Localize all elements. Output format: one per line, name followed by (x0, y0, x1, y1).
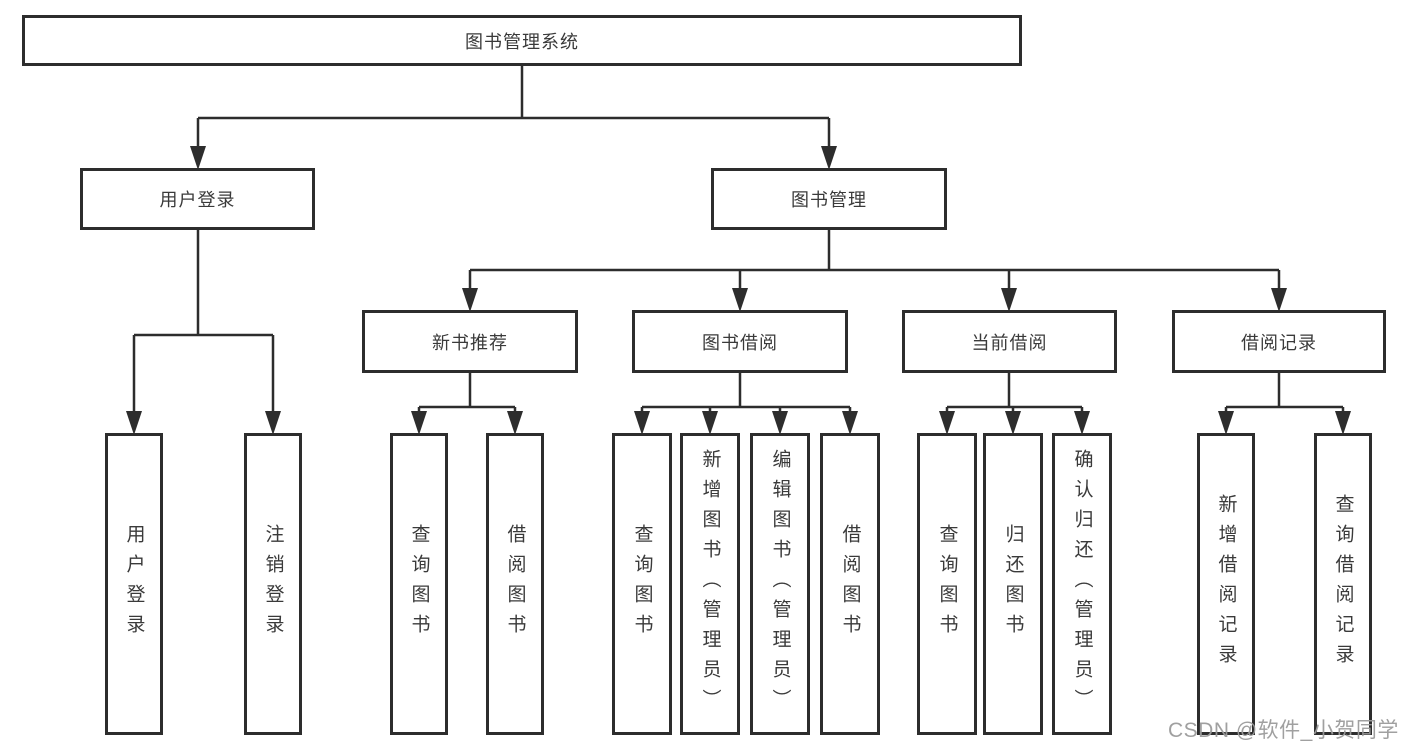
leaf-borrow-books-1-label: 借阅图书 (504, 524, 526, 644)
leaf-borrow-books-1: 借阅图书 (486, 433, 544, 735)
leaf-edit-books-admin: 编辑图书（管理员） (750, 433, 810, 735)
leaf-query-books-1: 查询图书 (390, 433, 448, 735)
leaf-add-books-admin-label: 新增图书（管理员） (699, 449, 721, 719)
node-user-login-label: 用户登录 (159, 190, 236, 210)
node-current-borrowing-label: 当前借阅 (971, 332, 1048, 353)
node-book-management: 图书管理 (711, 168, 947, 230)
leaf-edit-books-admin-label: 编辑图书（管理员） (769, 449, 791, 719)
arrowheads (126, 146, 1351, 435)
leaf-confirm-return-admin: 确认归还（管理员） (1052, 433, 1112, 735)
leaf-query-books-3-label: 查询图书 (936, 524, 958, 644)
leaf-query-borrow-record: 查询借阅记录 (1314, 433, 1372, 735)
leaf-user-login: 用户登录 (105, 433, 163, 735)
node-current-borrowing: 当前借阅 (902, 310, 1117, 373)
leaf-query-books-1-label: 查询图书 (408, 524, 430, 644)
leaf-return-books-label: 归还图书 (1002, 524, 1024, 644)
node-borrowing-records-label: 借阅记录 (1241, 332, 1317, 353)
leaf-borrow-books-2-label: 借阅图书 (839, 524, 861, 644)
leaf-confirm-return-admin-label: 确认归还（管理员） (1071, 449, 1093, 719)
leaf-query-books-2: 查询图书 (612, 433, 672, 735)
leaf-add-borrow-record-label: 新增借阅记录 (1215, 494, 1237, 674)
leaf-logout-label: 注销登录 (262, 524, 284, 644)
leaf-add-books-admin: 新增图书（管理员） (680, 433, 740, 735)
leaf-logout: 注销登录 (244, 433, 302, 735)
node-new-book-recommend-label: 新书推荐 (432, 332, 508, 353)
leaf-query-borrow-record-label: 查询借阅记录 (1332, 494, 1354, 674)
node-book-borrowing: 图书借阅 (632, 310, 848, 373)
leaf-user-login-label: 用户登录 (123, 524, 145, 644)
node-library-system-label: 图书管理系统 (465, 31, 579, 52)
node-new-book-recommend: 新书推荐 (362, 310, 578, 373)
node-library-system: 图书管理系统 (22, 15, 1022, 66)
leaf-add-borrow-record: 新增借阅记录 (1197, 433, 1255, 735)
node-borrowing-records: 借阅记录 (1172, 310, 1386, 373)
node-user-login: 用户登录 (80, 168, 315, 230)
csdn-watermark: CSDN @软件_小贺同学 (1168, 719, 1399, 742)
leaf-return-books: 归还图书 (983, 433, 1043, 735)
node-book-management-label: 图书管理 (791, 190, 867, 210)
leaf-query-books-3: 查询图书 (917, 433, 977, 735)
leaf-borrow-books-2: 借阅图书 (820, 433, 880, 735)
leaf-query-books-2-label: 查询图书 (631, 524, 653, 644)
node-book-borrowing-label: 图书借阅 (702, 332, 778, 353)
